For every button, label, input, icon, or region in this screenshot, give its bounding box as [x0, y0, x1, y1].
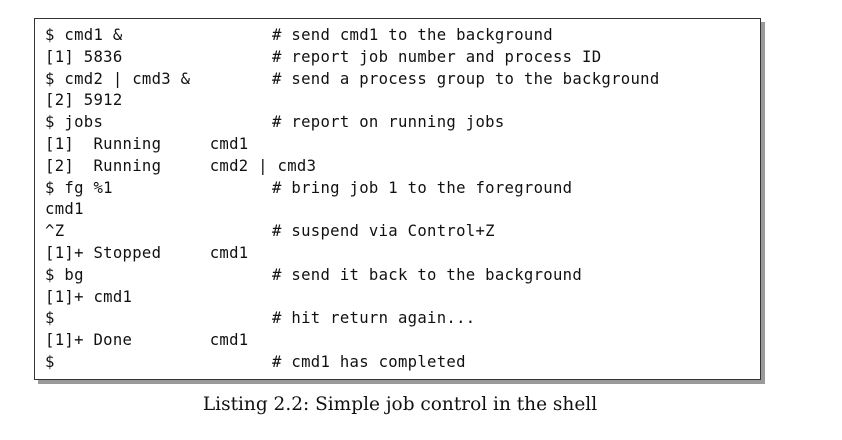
code-line: $ bg # send it back to the background: [45, 265, 582, 287]
code-line: $ jobs # report on running jobs: [45, 112, 504, 134]
code-line: $ cmd1 & # send cmd1 to the background: [45, 25, 553, 47]
line-command: $ bg: [45, 265, 84, 284]
line-command: [2] Running cmd2 | cmd3: [45, 156, 317, 175]
code-line: [1] Running cmd1: [45, 134, 316, 156]
code-line: [1]+ Stopped cmd1: [45, 243, 316, 265]
line-comment: # send a process group to the background: [272, 69, 660, 88]
code-line: $ fg %1 # bring job 1 to the foreground: [45, 178, 572, 200]
code-line: $ # cmd1 has completed: [45, 352, 465, 374]
line-comment: # report on running jobs: [272, 113, 505, 132]
line-command: [1]+ cmd1: [45, 287, 133, 306]
line-comment: # send cmd1 to the background: [272, 26, 553, 44]
code-line: [2] 5912: [45, 90, 316, 112]
line-command: $ jobs: [45, 113, 104, 132]
line-comment: # suspend via Control+Z: [272, 222, 495, 241]
code-listing-box: $ cmd1 & # send cmd1 to the background [1…: [34, 18, 761, 380]
line-command: $: [45, 309, 55, 328]
line-comment: # report job number and process ID: [272, 47, 602, 66]
listing-caption: Listing 2.2: Simple job control in the s…: [202, 394, 598, 415]
code-line: [2] Running cmd2 | cmd3: [45, 156, 316, 178]
line-comment: # send it back to the background: [272, 265, 583, 284]
line-command: $ fg %1: [45, 178, 113, 197]
line-comment: # cmd1 has completed: [272, 352, 466, 371]
line-command: ^Z: [45, 222, 65, 241]
line-command: [1] 5836: [45, 47, 123, 66]
code-line: cmd1: [45, 199, 316, 221]
line-comment: # hit return again...: [272, 309, 476, 328]
line-command: [1] Running cmd1: [45, 134, 249, 153]
code-listing: $ cmd1 & # send cmd1 to the background [1…: [45, 25, 659, 374]
line-command: [1]+ Done cmd1: [45, 331, 249, 350]
line-command: cmd1: [45, 200, 84, 219]
code-line: ^Z # suspend via Control+Z: [45, 221, 495, 243]
line-command: $ cmd2 | cmd3 &: [45, 69, 191, 88]
code-line: [1]+ Done cmd1: [45, 330, 316, 352]
code-line: [1]+ cmd1: [45, 287, 316, 309]
line-command: [2] 5912: [45, 91, 123, 110]
code-line: $ cmd2 | cmd3 & # send a process group to…: [45, 69, 659, 91]
line-command: $: [45, 352, 55, 371]
code-line: $ # hit return again...: [45, 308, 475, 330]
line-comment: # bring job 1 to the foreground: [272, 178, 573, 197]
line-command: $ cmd1 &: [45, 26, 123, 44]
code-line: [1] 5836 # report job number and process …: [45, 47, 601, 69]
line-command: [1]+ Stopped cmd1: [45, 243, 249, 262]
